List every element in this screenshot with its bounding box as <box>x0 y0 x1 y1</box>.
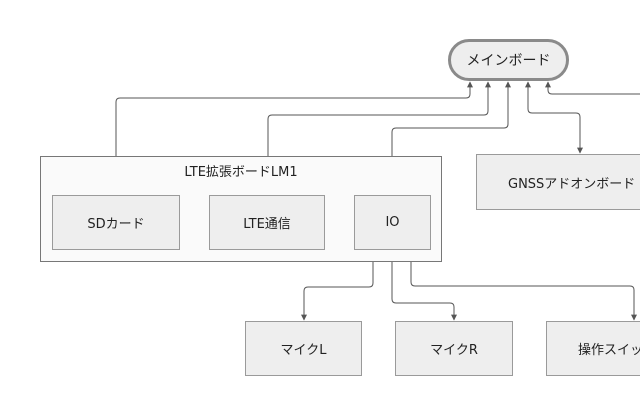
lte-comm-node: LTE通信 <box>209 195 325 250</box>
lte-comm-label: LTE通信 <box>243 217 291 232</box>
lte-expansion-board-label: LTE拡張ボードLM1 <box>184 165 298 180</box>
mic-r-label: マイクR <box>430 343 478 358</box>
connector-main-to-gnss <box>525 81 583 154</box>
mic-l-node: マイクL <box>245 321 362 376</box>
operation-switch-label: 操作スイッチ <box>578 343 640 358</box>
connector-main-to-right <box>545 81 640 95</box>
sd-card-node: SDカード <box>52 195 180 250</box>
operation-switch-node: 操作スイッチ <box>546 321 640 376</box>
mic-r-node: マイクR <box>395 321 513 376</box>
connector-io-to-micl <box>301 251 376 321</box>
mic-l-label: マイクL <box>280 343 327 358</box>
sd-card-label: SDカード <box>87 217 145 232</box>
gnss-label: GNSSアドオンボード <box>508 176 636 192</box>
main-board-node: メインボード <box>448 39 569 81</box>
gnss-node: GNSSアドオンボード <box>476 154 640 210</box>
io-label: IO <box>385 215 400 230</box>
io-node: IO <box>354 195 431 250</box>
connector-main-to-io <box>389 81 511 195</box>
connector-io-to-switch <box>408 251 637 321</box>
main-board-label: メインボード <box>466 53 551 69</box>
